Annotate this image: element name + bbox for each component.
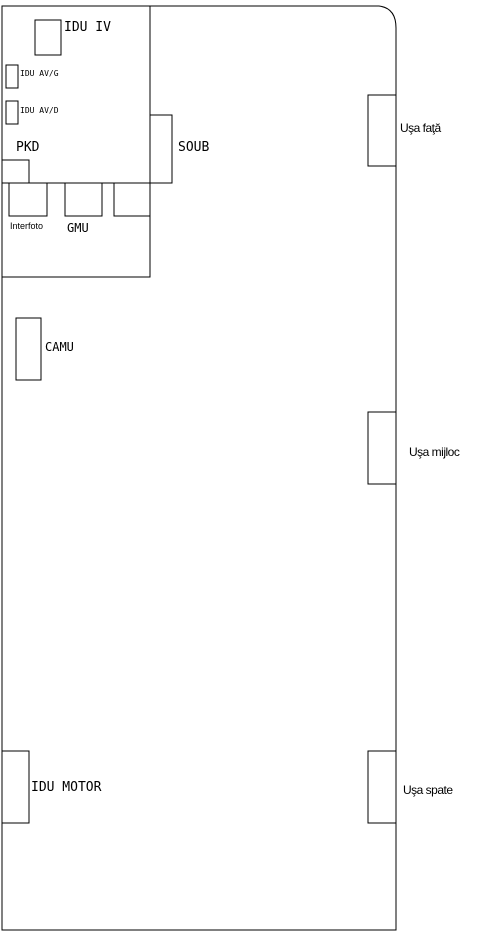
idu-iv-box — [34, 19, 62, 56]
middle-door-label: Uşa mijloc — [409, 445, 460, 459]
front-door-label: Uşa faţă — [400, 121, 441, 135]
camu-label: CAMU — [45, 340, 74, 354]
idu-av-g-box — [5, 64, 19, 89]
camu-box — [15, 317, 42, 381]
gmu-box — [64, 182, 103, 217]
interfoto-label: Interfoto — [10, 221, 44, 231]
idu-av-d-box — [5, 100, 19, 125]
pkd-box — [1, 159, 30, 184]
gmu-label: GMU — [67, 221, 89, 235]
idu-motor-box — [1, 750, 30, 824]
cabin-unit-box — [113, 182, 151, 217]
interfoto-box — [8, 182, 48, 217]
idu-motor-label: IDU MOTOR — [31, 780, 102, 795]
driver-cabin-panel — [2, 6, 151, 278]
rear-door-label: Uşa spate — [403, 783, 453, 797]
idu-iv-label: IDU IV — [64, 20, 111, 35]
rear-door — [367, 750, 397, 824]
middle-door — [367, 411, 397, 485]
idu-av-g-label: IDU AV/G — [20, 69, 59, 78]
soub-label: SOUB — [178, 140, 210, 155]
soub-box — [149, 114, 173, 184]
idu-av-d-label: IDU AV/D — [20, 106, 59, 115]
front-door — [367, 94, 397, 167]
bus-outline — [1, 5, 397, 931]
pkd-label: PKD — [16, 140, 40, 155]
